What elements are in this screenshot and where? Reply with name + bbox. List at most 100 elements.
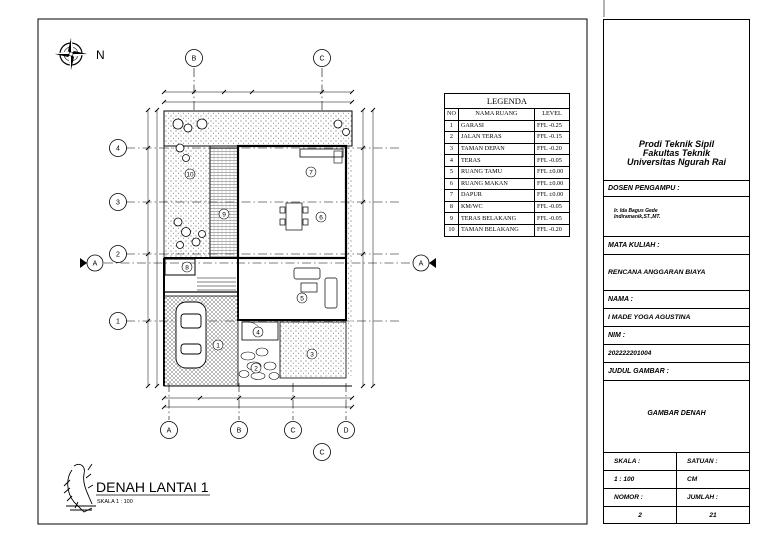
north-arrow-icon bbox=[55, 38, 87, 70]
front-terrace bbox=[241, 321, 279, 341]
legend-header-name: NAMA RUANG bbox=[457, 108, 536, 121]
svg-text:3: 3 bbox=[116, 200, 120, 207]
car-icon bbox=[175, 301, 207, 369]
grid-bubble-left-4: 4 bbox=[109, 139, 127, 157]
svg-text:6: 6 bbox=[319, 214, 323, 221]
svg-text:4: 4 bbox=[116, 146, 120, 153]
svg-text:C: C bbox=[319, 450, 324, 457]
room-tag-1: 1 bbox=[212, 339, 224, 351]
svg-text:4: 4 bbox=[256, 329, 260, 336]
judul-value: GAMBAR DENAH bbox=[604, 380, 749, 446]
nomor-label: NOMOR : bbox=[614, 493, 643, 501]
nim-value: 202222201004 bbox=[604, 344, 749, 362]
title-block: Prodi Teknik Sipil Fakultas Teknik Unive… bbox=[603, 19, 750, 524]
matkul-label: MATA KULIAH : bbox=[604, 236, 749, 254]
skala-value: 1 : 100 bbox=[614, 475, 635, 483]
svg-text:7: 7 bbox=[309, 169, 313, 176]
stove-icon bbox=[333, 150, 343, 164]
shrub-icons bbox=[172, 118, 350, 249]
satuan-value: CM bbox=[687, 475, 698, 483]
svg-text:5: 5 bbox=[300, 295, 304, 302]
right-strip bbox=[346, 146, 352, 376]
grid-bubble-top-b: B bbox=[185, 49, 203, 67]
svg-text:B: B bbox=[237, 428, 242, 435]
grid-bubble-bottom-extra-c: C bbox=[313, 443, 331, 461]
dimension-lines bbox=[145, 89, 376, 410]
kitchen-counter bbox=[299, 148, 344, 158]
svg-text:10: 10 bbox=[186, 171, 194, 178]
svg-text:2: 2 bbox=[116, 252, 120, 259]
room-tag-2: 2 bbox=[250, 362, 262, 374]
svg-text:A: A bbox=[167, 428, 172, 435]
svg-text:D: D bbox=[343, 428, 348, 435]
grid-bubble-bottom-b: B bbox=[230, 421, 248, 439]
section-marker-right-a: A bbox=[412, 254, 436, 272]
judul-label: JUDUL GAMBAR : bbox=[604, 362, 749, 380]
svg-text:9: 9 bbox=[222, 211, 226, 218]
legend-title: LEGENDA bbox=[444, 93, 570, 109]
nama-value: I MADE YOGA AGUSTINA bbox=[604, 308, 749, 326]
room-tag-5: 5 bbox=[296, 292, 308, 304]
grid-bubble-left-2: 2 bbox=[109, 245, 127, 263]
stairs bbox=[197, 277, 236, 291]
drawing-title: DENAH LANTAI 1 bbox=[96, 479, 209, 495]
svg-text:1: 1 bbox=[216, 342, 220, 349]
side-garden bbox=[163, 145, 211, 259]
jumlah-value: 21 bbox=[709, 511, 717, 519]
matkul-value: RENCANA ANGGARAN BIAYA bbox=[604, 254, 749, 290]
section-marker-left-a: A bbox=[80, 254, 104, 272]
room-tag-3: 3 bbox=[306, 348, 318, 360]
grid-bubble-left-1: 1 bbox=[109, 312, 127, 330]
svg-text:A: A bbox=[93, 261, 98, 268]
north-label: N bbox=[96, 48, 105, 62]
svg-text:B: B bbox=[192, 56, 197, 63]
room-tag-6: 6 bbox=[315, 211, 327, 223]
nim-label: NIM : bbox=[604, 326, 749, 344]
dining-table-icon bbox=[279, 202, 309, 231]
sheet-frame bbox=[37, 18, 588, 525]
svg-text:C: C bbox=[319, 56, 324, 63]
svg-text:8: 8 bbox=[185, 264, 189, 271]
svg-text:C: C bbox=[290, 428, 295, 435]
skala-label: SKALA : bbox=[614, 457, 641, 465]
grid-bubble-top-c: C bbox=[313, 49, 331, 67]
room-tag-10: 10 bbox=[184, 168, 196, 180]
stepping-stones bbox=[238, 347, 280, 380]
drawing-scale: SKALA 1 : 100 bbox=[97, 499, 133, 505]
room-tag-7: 7 bbox=[305, 166, 317, 178]
grid-bubble-bottom-c: C bbox=[284, 421, 302, 439]
grid-bubble-bottom-d: D bbox=[337, 421, 355, 439]
dosen-label: DOSEN PENGAMPU : bbox=[604, 180, 749, 196]
jumlah-label: JUMLAH : bbox=[687, 493, 719, 501]
room-tag-8: 8 bbox=[181, 261, 193, 273]
svg-text:1: 1 bbox=[116, 319, 120, 326]
nama-label: NAMA : bbox=[604, 290, 749, 308]
dosen-value: Ir. Ida Bagus Gede Indiramanik,ST.,MT. bbox=[604, 196, 749, 230]
svg-text:A: A bbox=[419, 261, 424, 268]
legend-header-level: LEVEL bbox=[534, 108, 570, 121]
svg-text:2: 2 bbox=[254, 365, 258, 372]
grid-bubble-left-3: 3 bbox=[109, 193, 127, 211]
nomor-value: 2 bbox=[638, 511, 642, 519]
back-garden bbox=[163, 110, 353, 147]
back-terrace bbox=[209, 147, 239, 259]
institution-name: Prodi Teknik Sipil Fakultas Teknik Unive… bbox=[626, 139, 727, 167]
room-tag-9: 9 bbox=[218, 208, 230, 220]
sofa-icon bbox=[293, 267, 338, 309]
room-tag-4: 4 bbox=[252, 326, 264, 338]
legend-header-no: NO bbox=[444, 108, 459, 121]
satuan-label: SATUAN : bbox=[687, 457, 718, 465]
svg-text:3: 3 bbox=[310, 351, 314, 358]
